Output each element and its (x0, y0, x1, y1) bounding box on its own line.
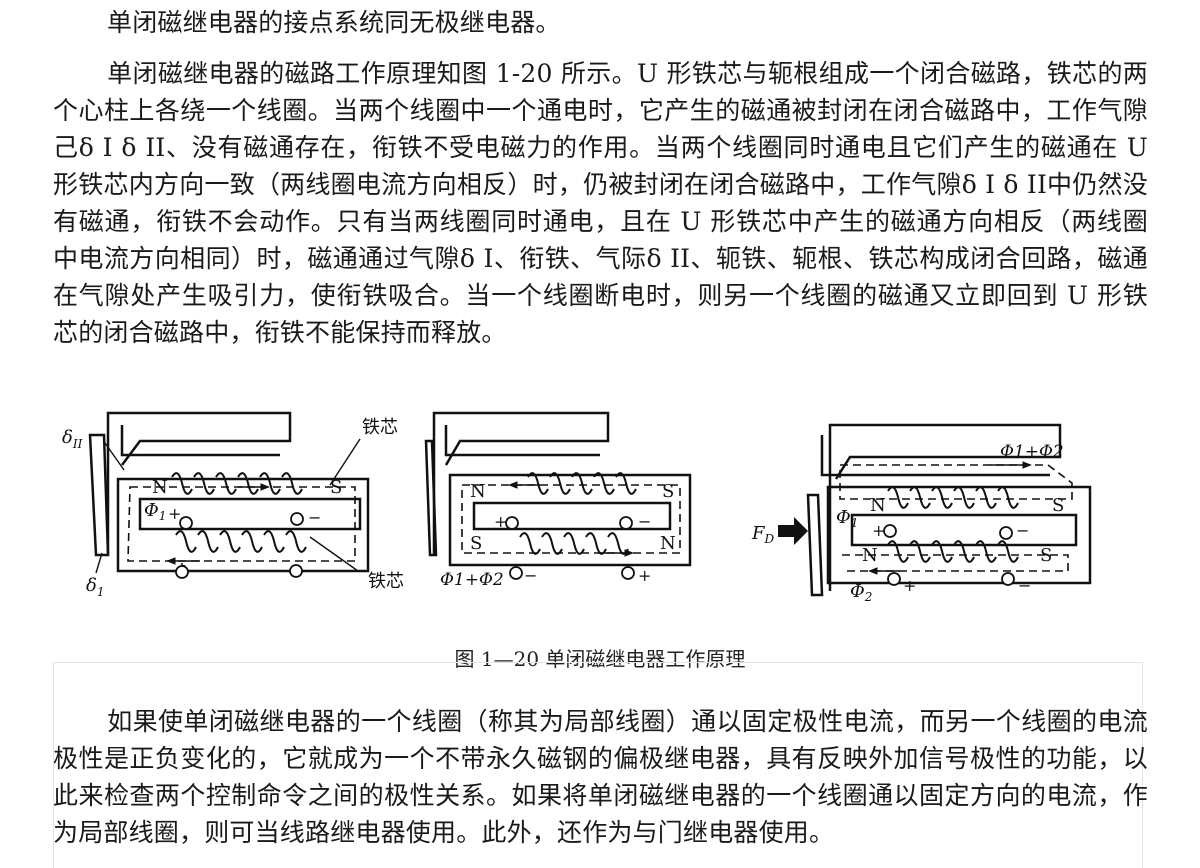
label-plus: + (494, 512, 507, 531)
diagram-1 (88, 411, 370, 579)
label-flux1: Φ1 (836, 507, 858, 530)
label-pole-n: N (152, 477, 168, 498)
label-pole-s-bottom: S (1040, 545, 1052, 566)
label-plus-bottom: + (903, 576, 916, 595)
label-pole-n-bottom: N (862, 545, 878, 566)
label-pole-s-top: S (662, 481, 674, 502)
paragraph-text: 单闭磁继电器的接点系统同无极继电器。 (107, 8, 561, 37)
label-flux-sum: Φ1+Φ2 (440, 570, 504, 590)
flux-loop (127, 486, 356, 562)
paragraph-text: 如果使单闭磁继电器的一个线圈（称其为局部线圈）通以固定极性电流，而另一个线圈的电… (53, 707, 1148, 847)
diagram-3 (778, 423, 1092, 597)
label-pole-s: S (330, 477, 342, 498)
paragraph-contact-system: 单闭磁继电器的接点系统同无极继电器。 (53, 4, 1148, 41)
paragraph-text: 单闭磁继电器的磁路工作原理知图 1-20 所示。U 形铁芯与轭根组成一个闭合磁路… (53, 59, 1148, 347)
label-plus: + (168, 504, 181, 523)
label-core-bottom: 铁芯 (368, 571, 404, 592)
coil-bottom (175, 530, 307, 553)
diagram-2 (424, 411, 692, 580)
label-minus: − (1016, 521, 1029, 540)
figure-relay-diagrams: δII δ1 铁芯 铁芯 N S Φ1 + − (0, 395, 1200, 635)
paragraph-applications: 如果使单闭磁继电器的一个线圈（称其为局部线圈）通以固定极性电流，而另一个线圈的电… (53, 703, 1148, 851)
label-pole-s-top: S (1052, 495, 1064, 516)
label-pole-n-top: N (470, 481, 486, 502)
figure-caption: 图 1—20 单闭磁继电器工作原理 (454, 647, 746, 671)
label-flux: Φ1 (144, 500, 166, 523)
u-core (116, 477, 370, 573)
armature (88, 433, 110, 557)
label-minus-bottom: − (524, 566, 537, 585)
paragraph-magnetic-principle: 单闭磁继电器的磁路工作原理知图 1-20 所示。U 形铁芯与轭根组成一个闭合磁路… (53, 55, 1148, 351)
label-minus: − (308, 508, 321, 527)
label-minus: − (638, 512, 651, 531)
label-core-top: 铁芯 (362, 417, 398, 438)
text-frame (53, 662, 1143, 868)
label-pole-s-bottom: S (470, 533, 482, 554)
label-delta2: δII (62, 427, 83, 451)
label-delta1: δ1 (86, 575, 104, 599)
label-flux-sum: Φ1+Φ2 (1000, 442, 1064, 462)
force-arrow (778, 517, 808, 545)
label-pole-n-bottom: N (660, 533, 676, 554)
label-pole-n-top: N (870, 495, 886, 516)
label-force: FD (751, 523, 775, 546)
label-plus-bottom: + (638, 566, 651, 585)
coil-top (171, 472, 303, 495)
label-minus-bottom: − (1018, 576, 1031, 595)
yoke (106, 411, 292, 555)
label-flux2: Φ2 (850, 581, 872, 604)
label-plus: + (872, 521, 885, 540)
